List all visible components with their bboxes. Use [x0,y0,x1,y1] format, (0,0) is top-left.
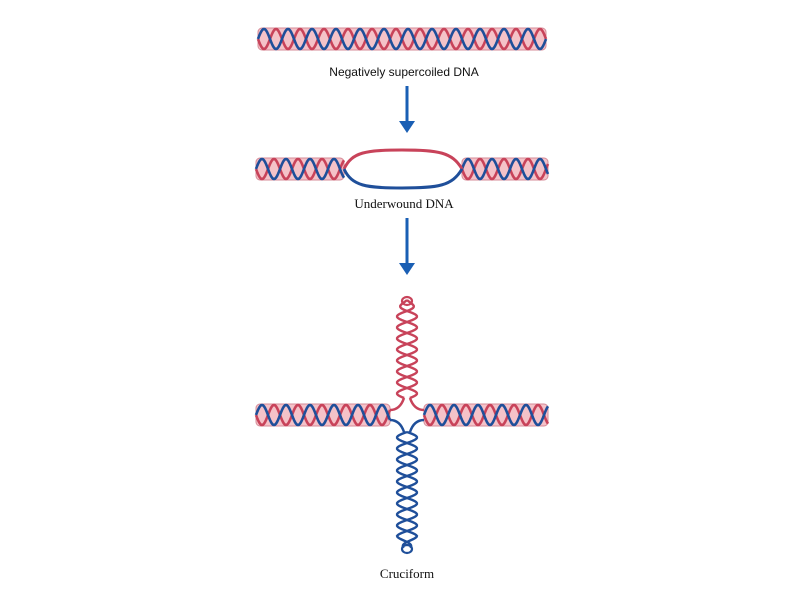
hairpin-loop-bottom [402,545,412,553]
junction-strand-blue [390,420,424,432]
supercoiled-dna-helix [258,28,546,50]
arrow-down-1 [399,86,415,133]
label-supercoiled: Negatively supercoiled DNA [329,65,478,79]
junction-strand-red [390,398,424,410]
cruciform-dna [256,297,548,553]
unwound-bubble-top-strand [344,150,462,169]
label-cruciform: Cruciform [380,566,434,581]
unwound-bubble-bottom-strand [344,169,462,188]
underwound-dna [256,150,548,188]
cruciform-hairpin-bottom [397,432,417,553]
label-underwound: Underwound DNA [354,196,454,211]
arrow-down-2 [399,218,415,275]
cruciform-hairpin-top [397,297,417,398]
